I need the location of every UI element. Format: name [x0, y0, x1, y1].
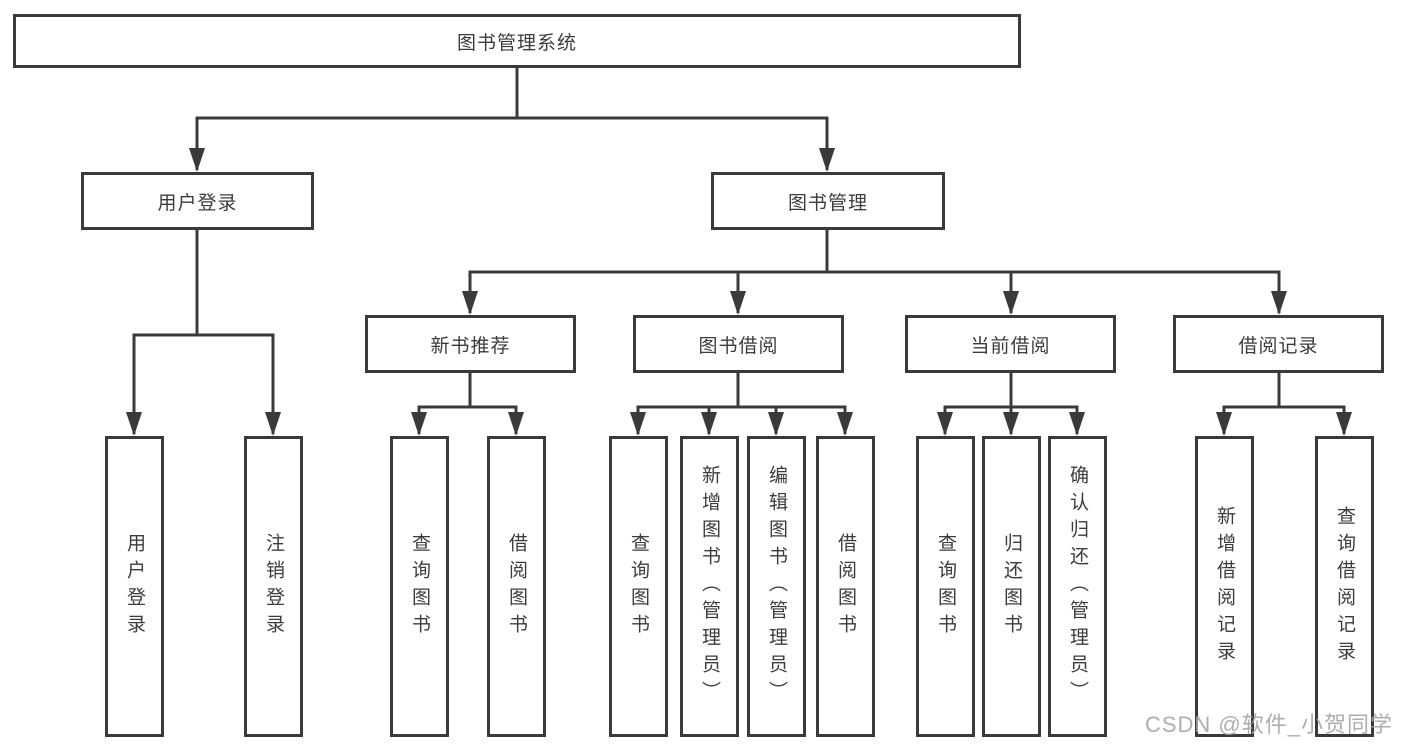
- leaf-query-books-2-label: 查询图书: [628, 532, 649, 641]
- node-new-book-recommend-label: 新书推荐: [430, 335, 511, 357]
- leaf-add-borrow-record-label: 新增借阅记录: [1214, 505, 1235, 668]
- node-book-borrow: 图书借阅: [633, 315, 844, 373]
- leaf-return-books-label: 归还图书: [1001, 532, 1022, 641]
- leaf-borrow-books-2-label: 借阅图书: [835, 532, 856, 641]
- leaf-borrow-books-1-label: 借阅图书: [506, 532, 527, 641]
- leaf-add-books-admin: 新增图书（管理员）: [680, 436, 739, 737]
- leaf-confirm-return-admin: 确认归还（管理员）: [1048, 436, 1107, 737]
- leaf-add-borrow-record: 新增借阅记录: [1195, 436, 1254, 737]
- leaf-edit-books-admin: 编辑图书（管理员）: [747, 436, 806, 737]
- node-user-login-branch-label: 用户登录: [157, 192, 238, 214]
- leaf-edit-books-admin-label: 编辑图书（管理员）: [766, 465, 787, 708]
- leaf-user-login: 用户登录: [105, 436, 164, 737]
- leaf-borrow-books-1: 借阅图书: [487, 436, 546, 737]
- node-root-label: 图书管理系统: [456, 32, 577, 54]
- leaf-query-books-3-label: 查询图书: [935, 532, 956, 641]
- leaf-query-borrow-record: 查询借阅记录: [1315, 436, 1374, 737]
- node-new-book-recommend: 新书推荐: [365, 315, 576, 373]
- node-user-login-branch: 用户登录: [81, 172, 314, 230]
- node-borrow-records-label: 借阅记录: [1238, 335, 1319, 357]
- leaf-logout: 注销登录: [244, 436, 303, 737]
- node-root-library-system: 图书管理系统: [13, 14, 1021, 68]
- node-book-management-branch: 图书管理: [711, 172, 945, 230]
- leaf-user-login-label: 用户登录: [124, 532, 145, 641]
- leaf-query-borrow-record-label: 查询借阅记录: [1334, 505, 1355, 668]
- leaf-add-books-admin-label: 新增图书（管理员）: [699, 465, 720, 708]
- leaf-borrow-books-2: 借阅图书: [816, 436, 875, 737]
- leaf-query-books-1-label: 查询图书: [409, 532, 430, 641]
- node-borrow-records: 借阅记录: [1173, 315, 1384, 373]
- leaf-query-books-1: 查询图书: [390, 436, 449, 737]
- leaf-query-books-3: 查询图书: [916, 436, 975, 737]
- leaf-confirm-return-admin-label: 确认归还（管理员）: [1067, 465, 1088, 708]
- leaf-query-books-2: 查询图书: [609, 436, 668, 737]
- node-current-borrow-label: 当前借阅: [970, 335, 1051, 357]
- csdn-watermark: CSDN @软件_小贺同学: [1144, 712, 1393, 737]
- node-current-borrow: 当前借阅: [905, 315, 1116, 373]
- leaf-return-books: 归还图书: [982, 436, 1041, 737]
- node-book-management-branch-label: 图书管理: [787, 192, 868, 214]
- node-book-borrow-label: 图书借阅: [698, 335, 779, 357]
- leaf-logout-label: 注销登录: [263, 532, 284, 641]
